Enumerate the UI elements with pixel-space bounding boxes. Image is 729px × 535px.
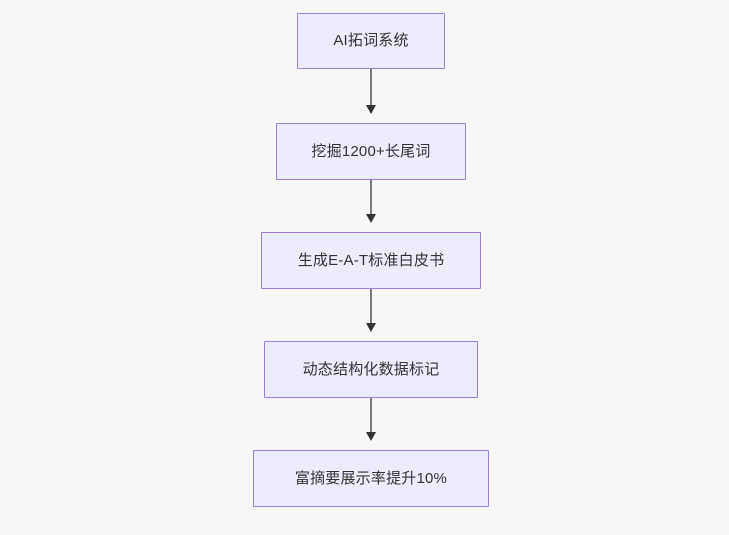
flowchart-node-1[interactable]: AI拓词系统 [297,13,445,69]
arrowhead-icon [366,432,376,441]
node-label: AI拓词系统 [333,32,409,49]
flowchart-node-5[interactable]: 富摘要展示率提升10% [253,450,489,507]
arrowhead-icon [366,323,376,332]
edge-node4-node5 [366,398,376,441]
flowchart-node-4[interactable]: 动态结构化数据标记 [264,341,478,398]
node-label: 富摘要展示率提升10% [294,469,448,487]
edge-line [370,289,372,324]
edge-node2-node3 [366,180,376,223]
edge-line [370,69,372,106]
node-label: 挖掘1200+长尾词 [311,142,431,160]
flowchart-node-3[interactable]: 生成E-A-T标准白皮书 [261,232,481,289]
flowchart-node-2[interactable]: 挖掘1200+长尾词 [276,123,466,180]
node-label: 动态结构化数据标记 [302,360,440,378]
node-label: 生成E-A-T标准白皮书 [297,251,445,269]
edge-line [370,398,372,433]
edge-node1-node2 [366,69,376,114]
edge-line [370,180,372,215]
edge-node3-node4 [366,289,376,332]
arrowhead-icon [366,105,376,114]
arrowhead-icon [366,214,376,223]
